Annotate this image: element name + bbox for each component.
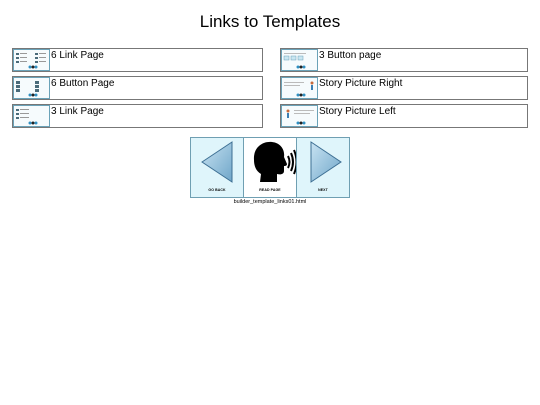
next-button[interactable]: NEXT <box>296 137 350 198</box>
link-label: 3 Link Page <box>51 106 104 117</box>
link-story-picture-right[interactable]: Story Picture Right <box>280 76 528 100</box>
go-back-label: GO BACK <box>208 188 226 192</box>
next-label: NEXT <box>318 188 328 192</box>
six-button-thumbnail-icon <box>13 77 50 99</box>
link-label: 6 Link Page <box>51 50 104 61</box>
three-link-thumbnail-icon <box>13 105 50 127</box>
link-label: Story Picture Right <box>319 78 403 89</box>
six-link-thumbnail-icon <box>13 49 50 71</box>
navigation-bar: GO BACK READ PAGE NEXT <box>190 137 350 198</box>
link-story-picture-left[interactable]: Story Picture Left <box>280 104 528 128</box>
link-six-link-page[interactable]: 6 Link Page <box>12 48 263 72</box>
template-link-list: 6 Link Page 3 Button page 6 Button Page <box>12 48 528 128</box>
link-three-link-page[interactable]: 3 Link Page <box>12 104 263 128</box>
link-six-button-page[interactable]: 6 Button Page <box>12 76 263 100</box>
link-label: 3 Button page <box>319 50 382 61</box>
read-page-label: READ PAGE <box>259 188 281 192</box>
file-name: builder_template_links01.html <box>233 199 307 205</box>
three-button-thumbnail-icon <box>281 49 318 71</box>
page-title: Links to Templates <box>199 12 341 31</box>
story-right-thumbnail-icon <box>281 77 318 99</box>
story-left-thumbnail-icon <box>281 105 318 127</box>
link-three-button-page[interactable]: 3 Button page <box>280 48 528 72</box>
read-page-button[interactable]: READ PAGE <box>243 137 297 198</box>
go-back-button[interactable]: GO BACK <box>190 137 244 198</box>
link-label: 6 Button Page <box>51 78 115 89</box>
link-label: Story Picture Left <box>319 106 396 117</box>
